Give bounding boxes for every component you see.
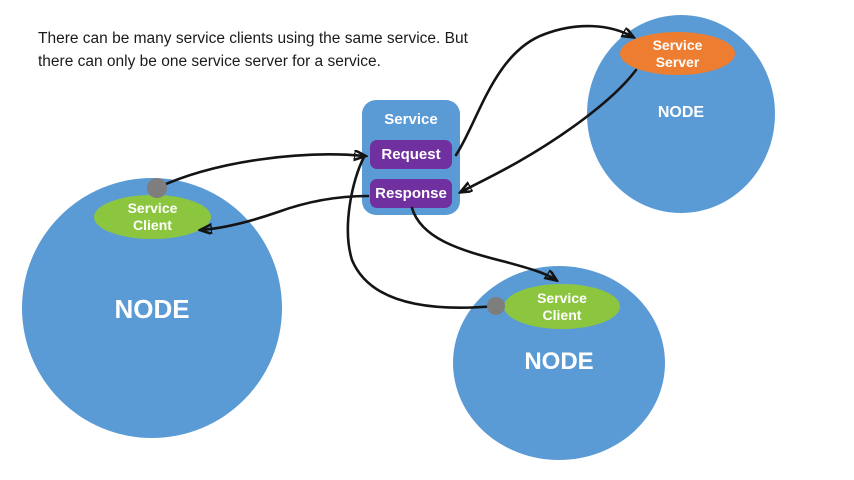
caption-line-2: there can only be one service server for… bbox=[38, 53, 381, 70]
node-bottom-right-label: NODE bbox=[524, 348, 594, 375]
service-client-left-label-line2: Client bbox=[133, 217, 172, 233]
node-left-label: NODE bbox=[114, 294, 190, 324]
node-left: Service Client NODE bbox=[22, 178, 282, 438]
caption-text: There can be many service clients using … bbox=[38, 27, 468, 73]
service-server-label-line1: Service bbox=[652, 36, 703, 53]
node-top-right: Service Server NODE bbox=[587, 15, 775, 213]
service-server-oval: Service Server bbox=[620, 32, 735, 75]
node-top-right-label: NODE bbox=[657, 104, 705, 121]
service-client-left-label-line1: Service bbox=[127, 200, 178, 216]
service-client-oval-bottom: Service Client bbox=[504, 284, 620, 329]
service-client-oval-left: Service Client bbox=[94, 195, 211, 239]
service-box: Service Request Response bbox=[362, 100, 460, 215]
service-box-title: Service bbox=[384, 111, 438, 128]
service-server-label-line2: Server bbox=[655, 53, 700, 70]
node-bottom-right: Service Client NODE bbox=[453, 266, 665, 460]
service-client-bottom-label-line2: Client bbox=[542, 306, 582, 323]
caption-line-1: There can be many service clients using … bbox=[38, 30, 468, 47]
service-client-bottom-label-line1: Service bbox=[537, 289, 587, 306]
request-box: Request bbox=[370, 140, 452, 169]
response-box: Response bbox=[370, 179, 452, 208]
